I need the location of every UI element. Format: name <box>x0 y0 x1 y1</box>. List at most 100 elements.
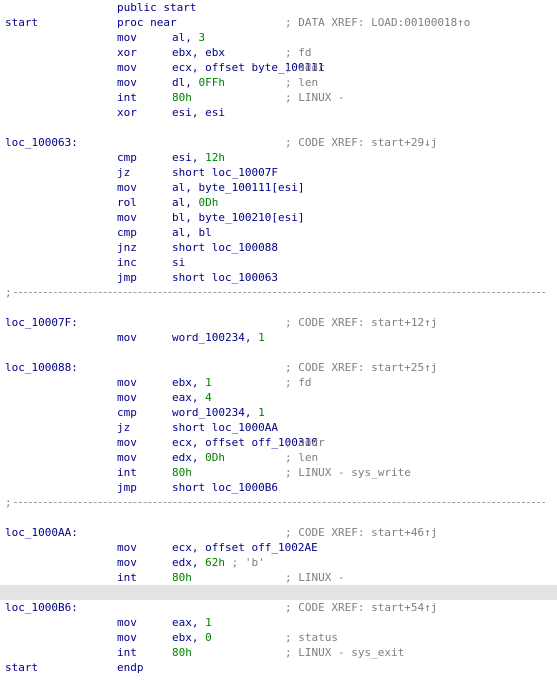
instruction-operands[interactable]: short loc_1000AA <box>172 420 278 435</box>
operand-text: ecx, offset off_100310 <box>172 436 318 449</box>
instruction-operands[interactable]: short loc_100088 <box>172 240 278 255</box>
instruction-operands[interactable]: word_100234, 1 <box>172 405 265 420</box>
instruction-operands[interactable]: edx, 62h ; 'b' <box>172 555 265 570</box>
listing-line[interactable]: inc si <box>0 255 557 270</box>
line-comment: ; CODE XREF: start+29↓j <box>285 136 438 149</box>
instruction-operands[interactable]: 80h <box>172 645 192 660</box>
operand-text: eax, <box>172 391 206 404</box>
listing-line[interactable]: loc_1000AA:; CODE XREF: start+46↑j <box>0 525 557 540</box>
blank-line[interactable] <box>0 300 557 315</box>
blank-line[interactable] <box>0 345 557 360</box>
instruction-operands[interactable]: esi, 12h <box>172 150 225 165</box>
instruction-operands[interactable]: esi, esi <box>172 105 225 120</box>
instruction-mnemonic: mov <box>117 391 137 404</box>
numeric-operand: 4 <box>205 391 212 404</box>
blank-line[interactable] <box>0 120 557 135</box>
instruction-operands[interactable]: eax, 1 <box>172 615 212 630</box>
line-comment: ; status <box>285 631 338 644</box>
instruction-operands[interactable]: 80h <box>172 90 192 105</box>
instruction-operands[interactable]: bl, byte_100210[esi] <box>172 210 304 225</box>
address-label[interactable]: loc_1000B6: <box>5 601 78 614</box>
instruction-operands[interactable]: ebx, ebx <box>172 45 225 60</box>
instruction-mnemonic: mov <box>117 436 137 449</box>
instruction-operands[interactable]: ecx, offset off_1002AE <box>172 540 318 555</box>
instruction-mnemonic: inc <box>117 256 137 269</box>
instruction-operands[interactable]: 80h <box>172 465 192 480</box>
instruction-operands[interactable]: ebx, 0 <box>172 630 212 645</box>
instruction-operands[interactable]: eax, 4 <box>172 390 212 405</box>
listing-line[interactable]: mov eax, 4 <box>0 390 557 405</box>
instruction-operands[interactable]: dl, 0FFh <box>172 75 225 90</box>
instruction-operands[interactable]: si <box>172 255 185 270</box>
instruction-operands[interactable]: al, bl <box>172 225 212 240</box>
listing-line[interactable]: loc_100088:; CODE XREF: start+25↑j <box>0 360 557 375</box>
instruction-operands[interactable]: edx, 0Dh <box>172 450 225 465</box>
address-label[interactable]: start <box>5 16 39 29</box>
instruction-operands[interactable]: short loc_10007F <box>172 165 278 180</box>
numeric-operand: 80h <box>172 91 192 104</box>
instruction-mnemonic: mov <box>117 331 137 344</box>
address-label[interactable]: loc_1000AA: <box>5 526 78 539</box>
listing-line[interactable]: loc_1000B6:; CODE XREF: start+54↑j <box>0 600 557 615</box>
listing-line[interactable]: xor esi, esi <box>0 105 557 120</box>
instruction-operands[interactable]: ebx, 1 <box>172 375 212 390</box>
separator-semicolon: ; <box>5 496 12 509</box>
numeric-operand: 80h <box>172 646 192 659</box>
section-separator: ; <box>0 495 557 510</box>
instruction-mnemonic: public start <box>117 1 197 14</box>
instruction-operands[interactable]: ecx, offset byte_100111 <box>172 60 324 75</box>
listing-line[interactable]: public start <box>0 0 557 15</box>
line-comment: ; LINUX - <box>285 91 345 104</box>
blank-line[interactable] <box>0 510 557 525</box>
instruction-operands[interactable]: al, 0Dh <box>172 195 218 210</box>
listing-line[interactable]: mov word_100234, 1 <box>0 330 557 345</box>
address-label[interactable]: start <box>5 661 39 674</box>
line-comment: ; len <box>285 451 319 464</box>
listing-line[interactable]: loc_10007F:; CODE XREF: start+12↑j <box>0 315 557 330</box>
instruction-operands[interactable]: 80h <box>172 570 192 585</box>
instruction-operands[interactable]: ecx, offset off_100310 <box>172 435 318 450</box>
instruction-operands[interactable]: short loc_1000B6 <box>172 480 278 495</box>
instruction-operands[interactable]: al, 3 <box>172 30 205 45</box>
section-separator: ; <box>0 285 557 300</box>
instruction-operands[interactable]: short loc_100063 <box>172 270 278 285</box>
instruction-mnemonic: xor <box>117 106 137 119</box>
blank-line[interactable] <box>0 585 557 600</box>
address-label[interactable]: loc_100063: <box>5 136 78 149</box>
listing-line[interactable]: loc_100063: ; CODE XREF: start+29↓j <box>0 135 557 150</box>
instruction-operands[interactable]: al, byte_100111[esi] <box>172 180 304 195</box>
address-label[interactable]: loc_100088: <box>5 361 78 374</box>
instruction-operands[interactable]: word_100234, 1 <box>172 330 265 345</box>
numeric-operand: 1 <box>258 331 265 344</box>
address-label[interactable]: loc_10007F: <box>5 316 78 329</box>
